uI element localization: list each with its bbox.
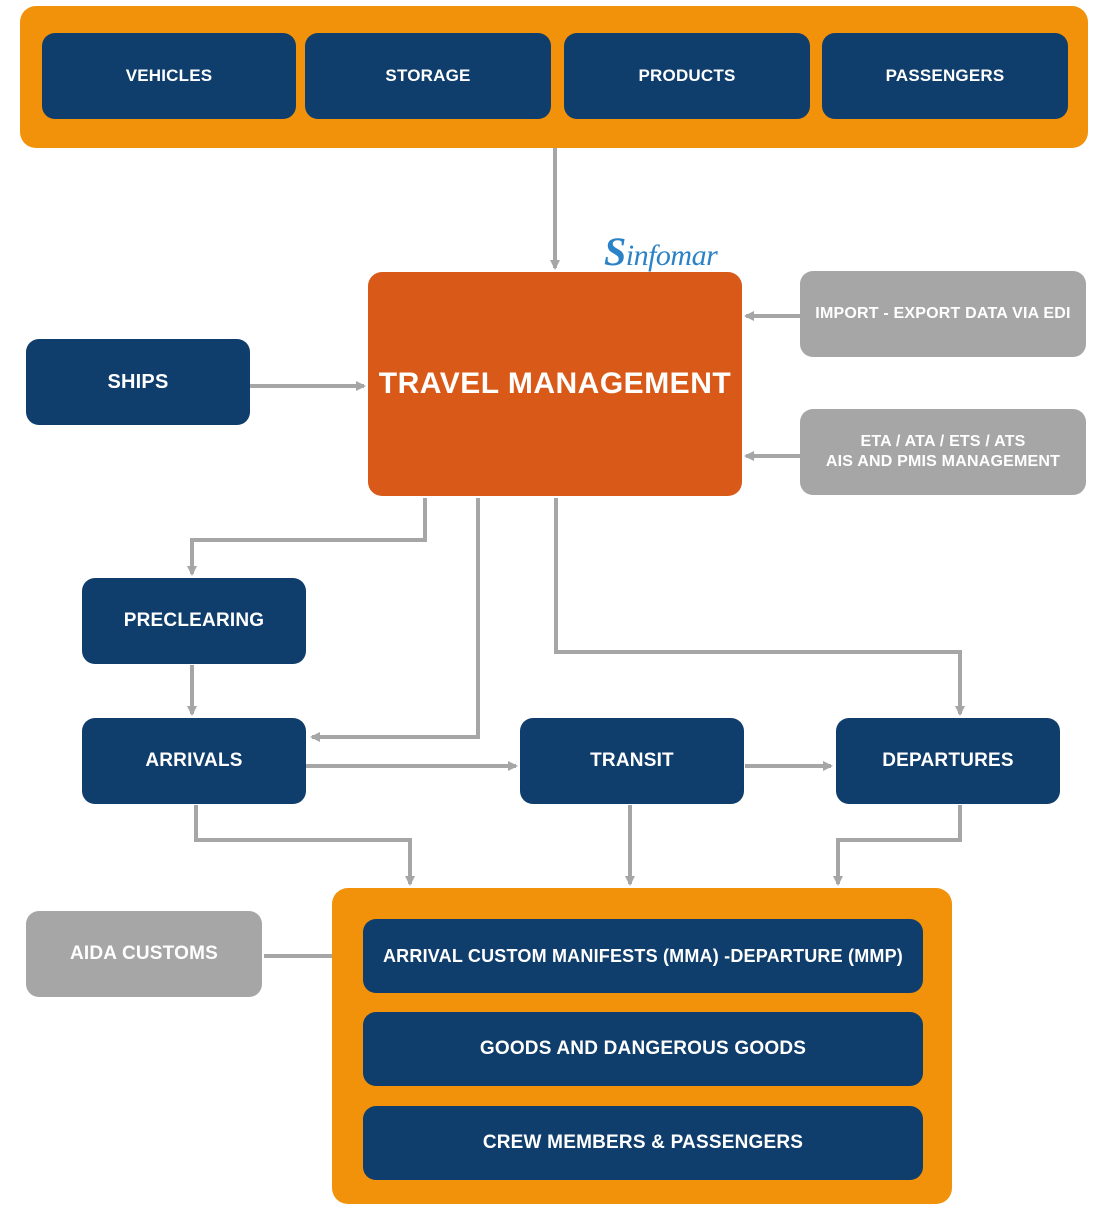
- vehicles-box: VEHICLES: [42, 33, 296, 119]
- storage-box: STORAGE: [305, 33, 551, 119]
- products-box: PRODUCTS: [564, 33, 810, 119]
- passengers-box: PASSENGERS: [822, 33, 1068, 119]
- import-export-box: IMPORT - EXPORT DATA VIA EDI: [800, 271, 1086, 357]
- arrow-travel-to-arrivals: [310, 498, 480, 742]
- arrow-departures-to-outputs: [833, 805, 962, 886]
- arrow-arrivals-to-outputs: [194, 805, 415, 886]
- eta-ais-box: ETA / ATA / ETS / ATS AIS AND PMIS MANAG…: [800, 409, 1086, 495]
- ships-box: SHIPS: [26, 339, 250, 425]
- crew-passengers-box: CREW MEMBERS & PASSENGERS: [363, 1106, 923, 1180]
- ais-pmis-line: AIS AND PMIS MANAGEMENT: [825, 453, 1061, 470]
- arrow-travel-to-departures: [554, 498, 965, 716]
- departures-box: DEPARTURES: [836, 718, 1060, 804]
- arrivals-box: ARRIVALS: [82, 718, 306, 804]
- aida-customs-box: AIDA CUSTOMS: [26, 911, 262, 997]
- arrow-travel-to-preclearing: [187, 498, 427, 576]
- preclearing-box: PRECLEARING: [82, 578, 306, 664]
- eta-line: ETA / ATA / ETS / ATS: [860, 433, 1026, 450]
- transit-box: TRANSIT: [520, 718, 744, 804]
- sinfomar-logo: Sinfomar: [604, 229, 718, 274]
- dangerous-goods-box: GOODS AND DANGEROUS GOODS: [363, 1012, 923, 1086]
- travel-management-box: TRAVEL MANAGEMENT: [368, 272, 742, 496]
- custom-manifests-box: ARRIVAL CUSTOM MANIFESTS (MMA) -DEPARTUR…: [363, 919, 923, 993]
